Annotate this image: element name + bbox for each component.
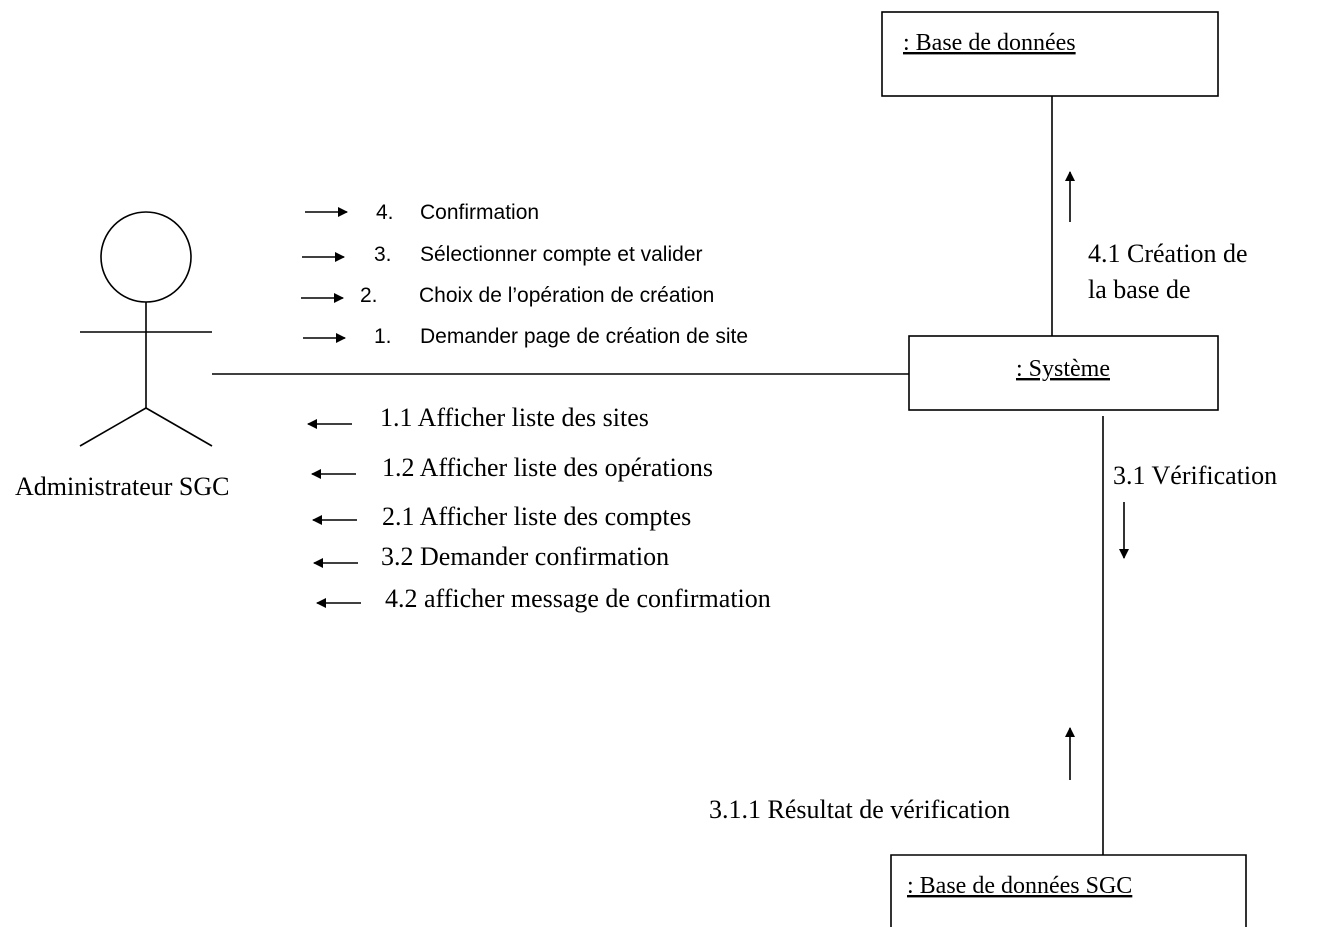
message-number: 3.	[374, 243, 392, 266]
database-sgc-object-label: : Base de données SGC	[907, 873, 1132, 899]
message-3-1-1: 3.1.1 Résultat de vérification	[709, 795, 1010, 824]
message-number: 1.	[374, 325, 392, 348]
message-text: 2.1 Afficher liste des comptes	[382, 502, 691, 531]
message-2-1: 2.1 Afficher liste des comptes	[312, 502, 691, 531]
actor-right-leg	[145, 407, 213, 447]
message-text: Confirmation	[420, 201, 539, 224]
message-text: Demander page de création de site	[420, 325, 748, 348]
system-object-label: : Système	[1016, 356, 1110, 382]
actor-head	[100, 211, 192, 303]
message-4-1-line1: 4.1 Création de	[1088, 239, 1248, 268]
actor-left-leg	[79, 407, 147, 447]
message-4-2: 4.2 afficher message de confirmation	[316, 584, 771, 613]
message-2: 2. Choix de l’opération de création	[301, 284, 714, 307]
database-object-top-label: : Base de données	[903, 30, 1076, 56]
database-object-top[interactable]: : Base de données	[881, 11, 1219, 97]
actor-figure[interactable]	[79, 211, 213, 447]
message-text: 1.2 Afficher liste des opérations	[382, 453, 713, 482]
message-3: 3. Sélectionner compte et valider	[302, 243, 703, 266]
message-text: 3.2 Demander confirmation	[381, 542, 669, 571]
message-3-1: 3.1 Vérification	[1113, 461, 1277, 490]
message-1-2: 1.2 Afficher liste des opérations	[311, 453, 713, 482]
message-text: 1.1 Afficher liste des sites	[380, 403, 649, 432]
message-text: Sélectionner compte et valider	[420, 243, 703, 266]
database-sgc-object[interactable]: : Base de données SGC	[890, 854, 1247, 927]
message-3-2: 3.2 Demander confirmation	[313, 542, 669, 571]
message-text: 4.2 afficher message de confirmation	[385, 584, 771, 613]
message-text: Choix de l’opération de création	[419, 284, 714, 307]
message-1-1: 1.1 Afficher liste des sites	[307, 403, 649, 432]
actor-label: Administrateur SGC	[15, 472, 230, 501]
system-object[interactable]: : Système	[908, 335, 1219, 411]
message-number: 4.	[376, 201, 394, 224]
message-4: 4. Confirmation	[305, 201, 539, 224]
message-4-1-line2: la base de	[1088, 275, 1191, 304]
message-number: 2.	[360, 284, 378, 307]
message-1: 1. Demander page de création de site	[303, 325, 748, 348]
